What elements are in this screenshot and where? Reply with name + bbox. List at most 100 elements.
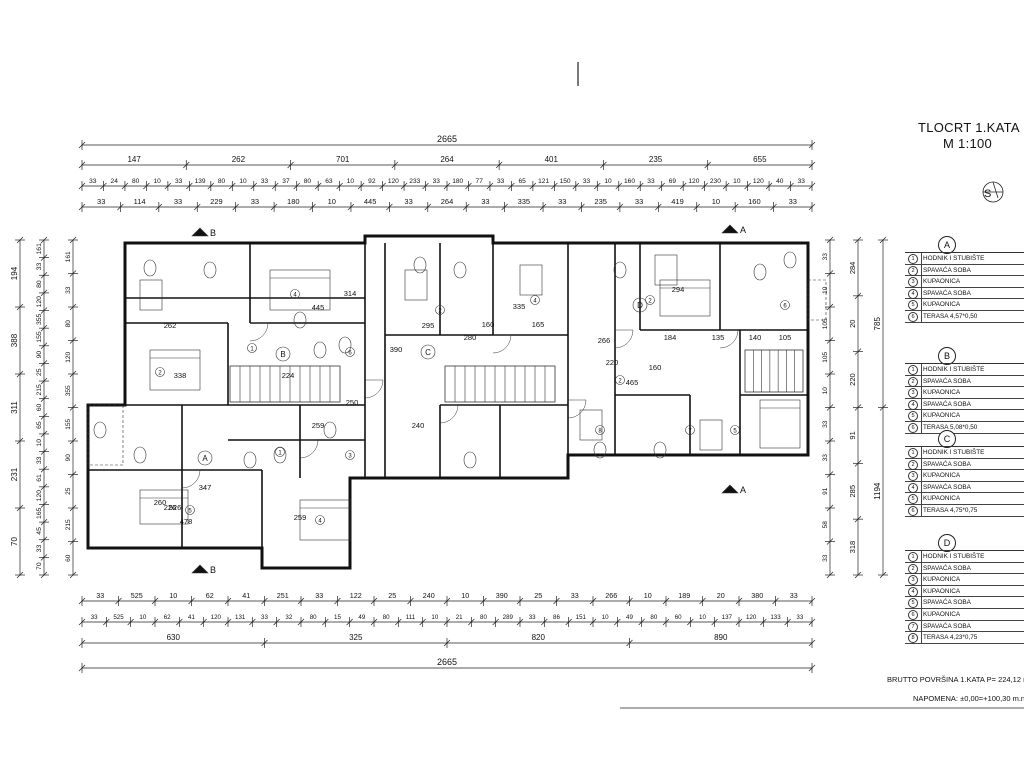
drawing-title: TLOCRT 1.KATA	[918, 120, 1020, 135]
right-inner-dim-label: 91	[848, 431, 857, 439]
legend-row-number: 6	[908, 609, 918, 620]
legend-row-label: TERASA 4,75*0,75	[923, 506, 978, 514]
room-number: 1	[278, 451, 282, 457]
fixture-6	[453, 261, 467, 279]
legend-row-divider	[921, 504, 922, 516]
bottom-row2-dim-label: 49	[358, 614, 365, 621]
bottom-row2-dim-label: 111	[406, 614, 416, 621]
bathtub-2	[519, 264, 543, 296]
legend-row-divider	[921, 299, 922, 310]
left-inner-dim-label: 215	[36, 384, 43, 396]
top-row3-dim-label: 10	[712, 197, 720, 206]
bottom-row1-dim-label: 25	[388, 591, 396, 600]
legend-row-label: HODNIK I STUBIŠTE	[923, 255, 985, 262]
right-inner-dim-label: 284	[848, 262, 857, 275]
left-detail-dim-label: 80	[65, 320, 72, 328]
bottom-row2-dim-label: 289	[503, 614, 514, 621]
legend-row-number: 5	[908, 411, 918, 422]
left-outer-dim-label: 194	[10, 266, 19, 280]
bottom-row2-dim-label: 120	[746, 614, 757, 621]
legend-row-number: 5	[908, 598, 918, 609]
room-number-marker	[780, 300, 790, 310]
bottom-row2-dim-label: 131	[235, 614, 246, 621]
room-number-marker	[315, 515, 325, 525]
left-outer-dim-label: 231	[10, 467, 19, 481]
top-row3-dim-label: 33	[481, 197, 489, 206]
legend-row-number: 3	[908, 388, 918, 399]
legend-row-label: KUPAONICA	[923, 587, 961, 595]
top-row2-dim-label: 37	[282, 178, 290, 185]
left-inner-dim-label: 10	[36, 439, 43, 447]
room-number: 2	[158, 371, 162, 377]
room-dimension: 259	[294, 513, 307, 522]
legend-row-label: KUPAONICA	[923, 301, 961, 309]
top-row2-dim-label: 80	[132, 178, 140, 185]
apartment-letter: D	[637, 301, 643, 310]
bathtub-1	[404, 269, 428, 301]
apartment-marker	[420, 344, 436, 360]
legend-letter: C	[938, 430, 956, 448]
left-inner-dim-label: 355	[36, 313, 43, 325]
top-row2-dim-label: 77	[476, 178, 484, 185]
top-row2-dim-label: 33	[497, 178, 505, 185]
room-number: 5	[188, 509, 192, 515]
legend-row-label: KUPAONICA	[923, 495, 961, 503]
apartment-letter: B	[280, 350, 285, 359]
room-dimension: 135	[712, 333, 725, 342]
top-row2-dim-label: 10	[239, 178, 247, 185]
bottom-row1-dim-label: 33	[571, 591, 579, 600]
bottom-row1-dim-label: 266	[605, 591, 617, 600]
legend-row-number: 5	[908, 300, 918, 311]
right-detail-dim-label: 33	[822, 420, 829, 428]
fixture-16	[463, 451, 477, 469]
top-row1-dim-label: 235	[649, 155, 663, 164]
legend-row-number: 4	[908, 288, 918, 299]
right-detail-dim-label: 10	[822, 286, 829, 294]
room-number: 1	[250, 347, 254, 353]
bottom-row2-dim-label: 21	[456, 614, 463, 621]
legend-row-number: 1	[908, 254, 918, 264]
apartment-marker	[197, 450, 213, 466]
outer-wall	[86, 234, 810, 570]
bottom-row2-dim-label: 151	[576, 614, 587, 621]
room-number-marker	[275, 447, 285, 457]
room-dimension: 260	[154, 498, 167, 507]
room-number-marker	[155, 367, 165, 377]
top-row2-dim-label: 33	[583, 178, 591, 185]
legend-row-number: 3	[908, 471, 918, 482]
bottom-row2-dim-label: 525	[113, 614, 124, 621]
legend-row-divider	[921, 458, 922, 470]
top-row2-dim-label: 121	[538, 178, 549, 185]
gross-area: BRUTTO POVRŠINA 1.KATA P= 224,12 m	[887, 675, 1024, 684]
bottom-row2-dim-label: 80	[383, 614, 390, 621]
legend-row-divider	[921, 632, 922, 643]
top-row2-dim-label: 33	[175, 178, 183, 185]
room-number: 2	[648, 299, 652, 305]
fixture-9	[783, 251, 797, 269]
legend-row-number: 4	[908, 586, 918, 597]
bottom-row2-dim-label: 33	[261, 614, 268, 621]
bottom-row2-dim-label: 62	[164, 614, 171, 621]
top-row3-dim-label: 160	[748, 197, 761, 206]
fixture-2	[293, 311, 307, 329]
bottom-row2-dim-label: 32	[285, 614, 292, 621]
left-inner-dim-label: 60	[36, 404, 43, 412]
bottom-total-dim-label: 2665	[437, 657, 457, 667]
bottom-row3-dim-label: 820	[532, 633, 546, 642]
stair-flight-c	[444, 365, 556, 403]
bathtub-5	[579, 409, 603, 441]
top-row2-dim-label: 120	[753, 178, 764, 185]
legend-letter: B	[938, 347, 956, 365]
top-row2-dim-label: 33	[647, 178, 655, 185]
top-row2-dim-label: 233	[409, 178, 420, 185]
legend-row-label: SPAVAĆA SOBA	[923, 377, 971, 385]
room-dimension: 266	[598, 336, 611, 345]
legend-row-divider	[921, 375, 922, 387]
bottom-row1-dim-label: 62	[206, 591, 214, 600]
legend-row-divider	[921, 410, 922, 421]
top-row3-dim-label: 264	[441, 197, 454, 206]
